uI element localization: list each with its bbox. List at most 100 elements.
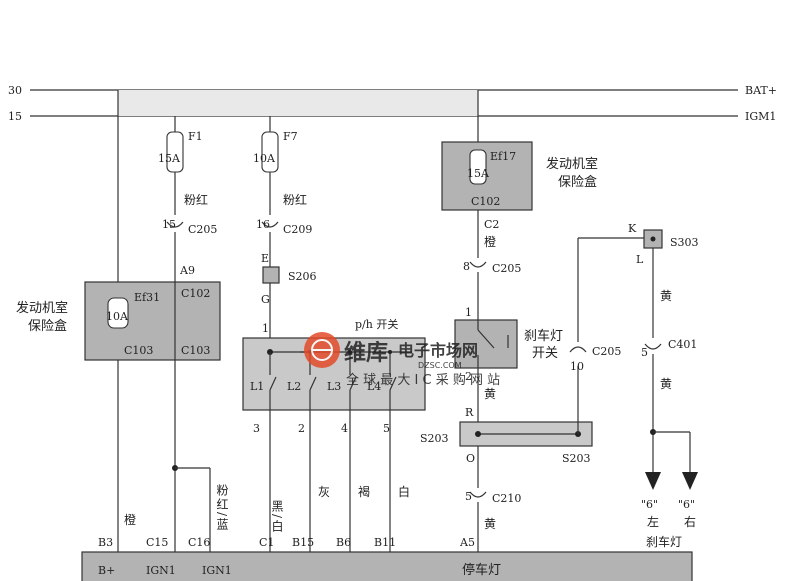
wire-l2-color: 灰 [318, 485, 330, 499]
watermark: 维库 电子市场网 DZSC.COM 全 球 最 大 I C 采 购 网 站 [304, 332, 500, 388]
connector-c210-5-name: C210 [492, 492, 521, 505]
left-fusebox-label2: 保险盒 [28, 318, 67, 334]
right-fusebox-c102: C102 [471, 195, 500, 208]
left-fusebox-c102: C102 [181, 287, 210, 300]
module-pin-b11: B11 [374, 536, 396, 549]
bus-junction-area [118, 90, 478, 116]
right-fusebox-label1: 发动机室 [546, 156, 598, 172]
fuse-ef31-name: Ef31 [134, 291, 160, 304]
splice-s303-top: K [628, 222, 637, 235]
module-pin-b3: B3 [98, 536, 113, 549]
module-pin-b15: B15 [292, 536, 314, 549]
brake-switch-label2: 开关 [532, 346, 558, 361]
wire-l3-color: 褐 [358, 484, 370, 499]
fuse-ef17-rating: 15A [467, 167, 490, 180]
splice-s206-bottom: G [261, 293, 270, 306]
brake-switch-pin-out: 2 [465, 370, 472, 383]
fuse-ef31-rating: 10A [106, 310, 129, 323]
fuse-f1-rating: 15A [158, 152, 181, 165]
watermark-url: DZSC.COM [418, 361, 462, 370]
connector-c401-5-pin: 5 [641, 346, 648, 359]
splice-s203-name2: S203 [562, 452, 591, 465]
power-buses: 30 15 BAT+ IGM1 [8, 84, 777, 123]
fuse-f1-name: F1 [188, 130, 203, 143]
branch-s303: K L S303 黄 5 C401 黄 "6" "6" 左 右 刹车灯 [628, 222, 699, 549]
fuse-ef17 [469, 149, 487, 185]
connector-c205-10-pin: 10 [570, 360, 584, 373]
brake-switch-pin-in: 1 [465, 306, 472, 319]
module-pin-b6: B6 [336, 536, 351, 549]
brake-switch-label1: 刹车灯 [524, 328, 563, 344]
ph-pin-4: 4 [341, 422, 348, 435]
watermark-title: 电子市场网 [398, 341, 478, 360]
wire-l1-color: 黑/白 [270, 500, 284, 534]
watermark-subtitle: 全 球 最 大 I C 采 购 网 站 [346, 372, 500, 388]
connector-c210-5-pin: 5 [465, 490, 472, 503]
fuse-f7-rating: 10A [253, 152, 276, 165]
module-pin-c16: C16 [188, 536, 210, 549]
right-fusebox-body [441, 141, 533, 211]
module-title: 停车灯 [462, 562, 501, 578]
ph-switch-pin-in: 1 [262, 322, 269, 335]
output-left-side: 左 [647, 514, 659, 529]
module-pin-c15: C15 [146, 536, 168, 549]
wire-switch-out-color: 黄 [484, 387, 496, 401]
splice-s203-name: S203 [420, 432, 449, 445]
splice-s206-top: E [261, 252, 269, 265]
connector-c401-5 [644, 343, 662, 350]
arrow-left-lamp [645, 472, 661, 490]
splice-s206-name: S206 [288, 270, 317, 283]
wire-ef17-color: 橙 [484, 234, 496, 249]
connector-c401-5-name: C401 [668, 338, 697, 351]
left-fusebox-label1: 发动机室 [16, 300, 68, 316]
module-pin-c1: C1 [259, 536, 274, 549]
arrow-right-lamp [682, 472, 698, 490]
bus-15-label: 15 [8, 110, 22, 123]
bus-igm1-label: IGM1 [745, 110, 776, 123]
output-caption: 刹车灯 [646, 534, 682, 549]
ph-pin-2: 2 [298, 422, 305, 435]
wire-s303-color2: 黄 [660, 377, 672, 391]
connector-c205-10 [569, 346, 587, 353]
ph-pin-5: 5 [383, 422, 390, 435]
watermark-brand: 维库 [344, 340, 388, 366]
branch-c205-10: 10 C205 [569, 237, 652, 434]
splice-s203-bottom: O [466, 452, 475, 465]
connector-c205-8-name: C205 [492, 262, 521, 275]
fuse-f7-name: F7 [283, 130, 298, 143]
module-body [81, 551, 693, 581]
fuse-ef31 [107, 297, 129, 329]
output-right-side: 右 [684, 514, 696, 529]
connector-c205-10-name: C205 [592, 345, 621, 358]
left-fusebox-c103b: C103 [181, 344, 210, 357]
bus-30-label: 30 [8, 84, 22, 97]
splice-s303-name: S303 [670, 236, 699, 249]
ph-contact-l3: L3 [327, 380, 341, 393]
module-pin-bplus: B+ [98, 564, 115, 577]
branch-f7: F7 10A 粉红 16 C209 E G S206 [253, 116, 317, 338]
module-pin-a5: A5 [459, 536, 475, 549]
connector-c205-8-pin: 8 [463, 260, 470, 273]
right-fusebox-label2: 保险盒 [558, 174, 597, 190]
ph-pin-3: 3 [253, 422, 260, 435]
module-parking-lamp: B3 C15 C16 C1 B15 B6 B11 A5 B+ IGN1 IGN1… [81, 536, 693, 581]
wire-l4-color: 白 [398, 484, 410, 499]
connector-c205-8 [469, 261, 487, 268]
ph-switch-label: p/h 开关 [355, 317, 398, 331]
fuse-ef17-name: Ef17 [490, 150, 516, 163]
wire-f7-color: 粉红 [283, 192, 307, 207]
wire-b3: 橙 [117, 90, 136, 552]
ph-contact-l2: L2 [287, 380, 301, 393]
splice-s303-bottom: L [636, 253, 644, 266]
connector-c209-16-name: C209 [283, 223, 312, 236]
left-fusebox-c103a: C103 [124, 344, 153, 357]
wire-s303-color: 黄 [660, 289, 672, 303]
wire-b3-color: 橙 [124, 512, 136, 527]
module-pin-ign1-b: IGN1 [202, 564, 232, 577]
connector-c205-15 [166, 221, 184, 228]
ph-contact-l1: L1 [250, 380, 264, 393]
connector-c205-15-pin: 15 [162, 218, 176, 231]
connector-c102-a9-pin: A9 [179, 264, 195, 277]
connector-c209-16 [261, 221, 279, 228]
connector-c102-c2-pin: C2 [484, 218, 499, 231]
